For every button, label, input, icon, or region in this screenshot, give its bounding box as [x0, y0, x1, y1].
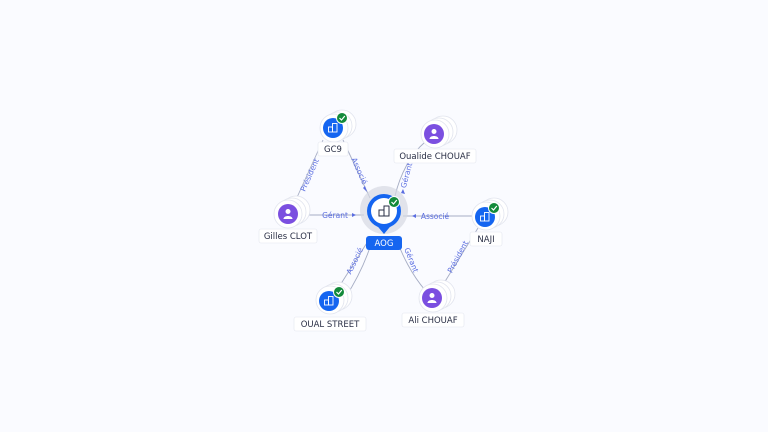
edge-label-associe-naji: Associé	[421, 212, 450, 221]
arrow-naji-aog	[412, 214, 416, 218]
node-label: OUAL STREET	[301, 320, 360, 330]
node-label: GC9	[324, 145, 342, 155]
node-gilles-clot[interactable]: Gilles CLOT	[258, 195, 318, 244]
center-label: AOG	[375, 239, 394, 249]
company-badge	[323, 118, 343, 138]
center-pin-tip	[374, 222, 394, 234]
building-icon	[324, 296, 334, 306]
center-node-aog[interactable]: AOG	[360, 186, 408, 250]
verified-check-icon	[333, 286, 345, 298]
edge-label-gerant-gilles: Gérant	[322, 211, 348, 220]
arrow-gc9-aog	[363, 186, 367, 192]
verified-check-icon	[388, 196, 400, 208]
company-badge	[319, 291, 339, 311]
building-icon	[378, 205, 390, 217]
edge-oualstreet-aog	[336, 237, 371, 291]
arrow-gilles-aog	[352, 213, 356, 217]
node-ali-chouaf[interactable]: Ali CHOUAF	[401, 279, 465, 328]
edge-label-associe-gc9: Associé	[349, 156, 369, 186]
node-label: Ali CHOUAF	[408, 316, 457, 326]
node-oual-street[interactable]: OUAL STREET	[293, 281, 367, 332]
building-icon	[480, 212, 490, 222]
node-label: NAJI	[477, 235, 494, 245]
node-oualide-chouaf[interactable]: Oualide CHOUAF	[393, 115, 477, 164]
edge-label-president-naji: Président	[446, 239, 470, 274]
center-label-bg	[366, 236, 402, 250]
person-icon	[283, 209, 293, 219]
edge-label-president-gc9: Président	[298, 157, 320, 193]
node-label: Oualide CHOUAF	[399, 152, 470, 162]
verified-check-icon	[336, 112, 348, 124]
edge-label-gerant-oualide: Gérant	[399, 162, 414, 189]
arrow-oualide-aog	[401, 189, 405, 194]
verified-check-icon	[488, 202, 500, 214]
building-icon	[328, 123, 338, 133]
edge-label-associe-oualstreet: Associé	[344, 246, 365, 276]
node-naji[interactable]: NAJI	[469, 197, 509, 247]
node-label: Gilles CLOT	[264, 232, 313, 242]
person-icon	[429, 129, 439, 139]
person-icon	[427, 293, 437, 303]
node-gc9[interactable]: GC9	[317, 109, 357, 157]
